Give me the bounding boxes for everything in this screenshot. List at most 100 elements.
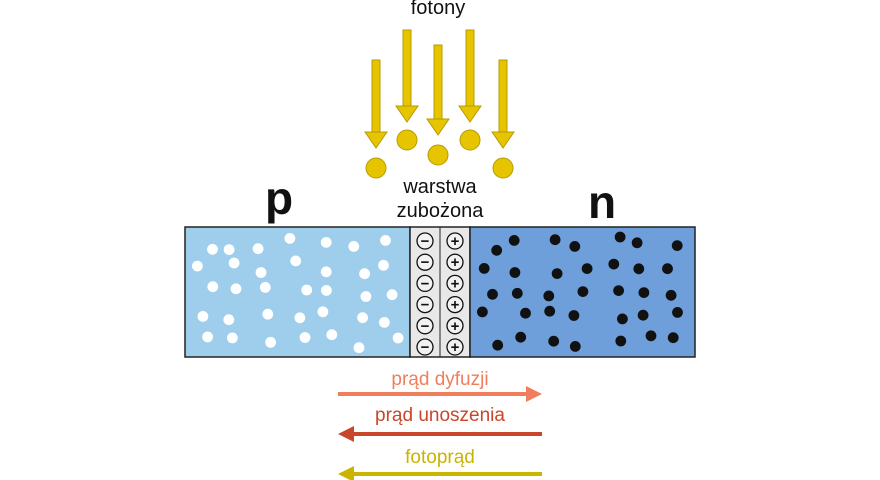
diffusion-current-label: prąd dyfuzji — [391, 369, 488, 390]
photon-particle — [396, 129, 418, 151]
negative-ion: − — [416, 253, 434, 271]
hole — [359, 268, 371, 280]
negative-ion-sign: − — [421, 297, 430, 314]
photon-particle — [492, 157, 514, 179]
negative-ion-circle — [416, 274, 434, 293]
photon-4 — [458, 29, 482, 151]
electron — [492, 339, 504, 351]
positive-ion-circle — [446, 232, 464, 250]
electron — [614, 231, 626, 243]
electron — [581, 263, 593, 275]
photon-particle — [427, 144, 449, 166]
electron — [638, 287, 650, 299]
negative-ion-sign: − — [421, 339, 430, 356]
electron — [569, 240, 581, 252]
electron — [478, 262, 490, 274]
photon-arrowhead — [364, 131, 388, 149]
hole — [378, 259, 389, 271]
positive-ion: + — [446, 338, 464, 356]
hole — [255, 267, 267, 278]
electron — [515, 331, 527, 343]
photon-2 — [395, 29, 419, 151]
electron — [520, 307, 531, 319]
hole — [228, 257, 240, 269]
negative-ion-sign: − — [421, 318, 430, 335]
hole — [265, 336, 277, 348]
electron — [508, 234, 520, 246]
holes-group — [191, 232, 404, 354]
electron — [548, 335, 560, 347]
electron — [662, 263, 673, 275]
hole — [320, 236, 332, 248]
hole — [301, 284, 313, 296]
hole — [380, 234, 391, 246]
hole — [202, 331, 214, 343]
diffusion-current-arrow — [338, 386, 542, 402]
positive-ion-sign: + — [451, 339, 460, 356]
photon-particle — [365, 157, 387, 179]
electron — [637, 309, 649, 321]
electron — [577, 286, 589, 298]
hole — [226, 332, 238, 344]
positive-ion: + — [446, 317, 464, 335]
electron — [613, 285, 624, 297]
hole — [197, 310, 209, 322]
electron — [672, 306, 683, 318]
electron — [551, 268, 563, 280]
photocurrent-label: fotoprąd — [405, 447, 475, 468]
hole — [378, 316, 390, 328]
positive-ion-sign: + — [451, 318, 460, 335]
depletion-layer-label-line2: zubożona — [397, 200, 485, 222]
positive-ion-sign: + — [451, 233, 460, 250]
electron — [667, 332, 679, 344]
photons-label: fotony — [411, 0, 465, 19]
negative-ion-sign: − — [421, 254, 430, 271]
positive-ion-circle — [446, 274, 464, 293]
negative-ion-circle — [416, 317, 434, 335]
electron — [543, 290, 555, 302]
photon-shaft — [402, 29, 412, 109]
photon-shaft — [433, 44, 443, 122]
hole — [357, 312, 369, 324]
electron — [665, 289, 677, 301]
photon-shaft — [371, 59, 381, 135]
electron — [549, 234, 561, 246]
drift-current-label: prąd unoszenia — [375, 405, 505, 426]
negative-ion: − — [416, 338, 434, 356]
positive-ion-circle — [446, 295, 464, 314]
hole — [392, 332, 404, 344]
hole — [353, 342, 365, 354]
hole — [290, 255, 302, 267]
positive-ion-circle — [446, 253, 464, 271]
electrons-group — [476, 231, 683, 352]
positive-ion: + — [446, 232, 464, 250]
negative-ion: − — [416, 232, 434, 250]
positive-ion: + — [446, 295, 464, 314]
hole — [262, 308, 274, 320]
photon-arrowhead — [458, 105, 482, 123]
positive-ion: + — [446, 253, 464, 271]
hole — [252, 243, 264, 255]
hole — [207, 281, 219, 293]
hole — [320, 284, 332, 296]
positive-ion-circle — [446, 338, 464, 356]
electron — [509, 267, 521, 278]
hole — [320, 266, 332, 278]
hole — [294, 312, 306, 324]
hole — [259, 281, 271, 293]
hole — [326, 329, 338, 341]
hole — [299, 332, 311, 343]
electron — [617, 313, 628, 325]
photocurrent-arrow — [338, 466, 542, 480]
electron — [671, 240, 683, 252]
drift-current-arrow — [338, 426, 542, 442]
negative-ion: − — [416, 317, 434, 335]
hole — [360, 291, 372, 302]
positive-ion-sign: + — [451, 254, 460, 271]
electron — [645, 330, 657, 342]
hole — [284, 232, 296, 244]
photon-arrowhead — [395, 105, 419, 123]
ions-group: −+−+−+−+−+−+ — [416, 232, 464, 356]
photon-shaft — [465, 29, 475, 109]
